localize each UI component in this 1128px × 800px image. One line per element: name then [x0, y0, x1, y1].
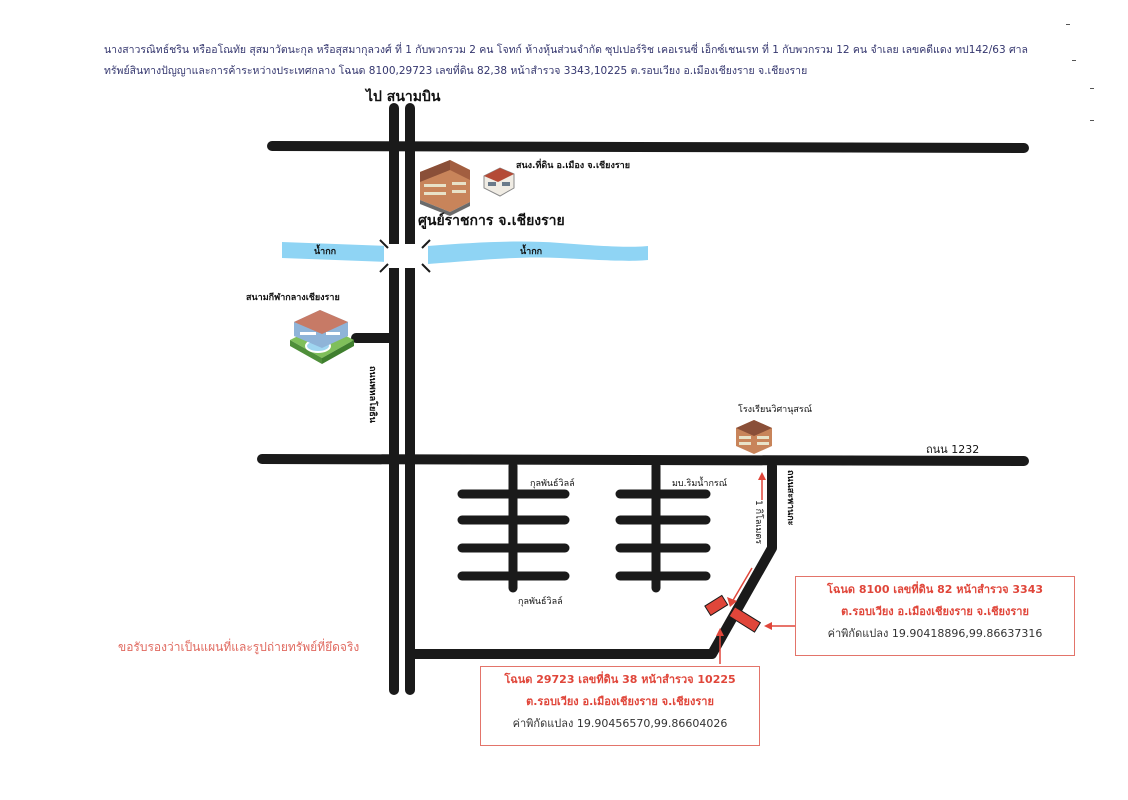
certification-text: ขอรับรองว่าเป็นแผนที่และรูปถ่ายทรัพย์ที่…	[118, 640, 360, 654]
bridge	[379, 239, 431, 273]
deed-2-title: โฉนด 29723 เลขที่ดิน 38 หน้าสำรวจ 10225	[504, 673, 736, 686]
road-1232	[257, 454, 1029, 466]
road-side-label: ถนนสะพานกะ	[785, 470, 795, 526]
distance-arrows	[727, 472, 766, 607]
village-1-label-bottom: กุลพันธ์วิลล์	[518, 597, 563, 607]
deed-2-coords: ค่าพิกัดแปลง 19.90456570,99.86604026	[512, 717, 728, 730]
deed-2-location: ต.รอบเวียง อ.เมืองเชียงราย จ.เชียงราย	[526, 695, 714, 708]
deed-1-coords: ค่าพิกัดแปลง 19.90418896,99.86637316	[827, 627, 1043, 640]
deed-1-location: ต.รอบเวียง อ.เมืองเชียงราย จ.เชียงราย	[841, 605, 1029, 618]
stadium-icon	[290, 310, 354, 364]
deed-box-29723: โฉนด 29723 เลขที่ดิน 38 หน้าสำรวจ 10225 …	[480, 666, 760, 746]
scan-speck	[1090, 120, 1094, 121]
header-line-2: ทรัพย์สินทางปัญญาและการค้าระหว่างประเทศก…	[104, 65, 808, 77]
scan-speck	[1090, 88, 1094, 89]
road-1232-label: ถนน 1232	[926, 443, 980, 456]
case-header: นางสาวรณิทธ์ชริน หรืออโณทัย สุสมาวัตนะกุ…	[104, 40, 1104, 82]
village-1-label-top: กุลพันธ์วิลล์	[530, 479, 575, 489]
scan-speck	[1066, 24, 1070, 25]
land-office-icon	[483, 167, 515, 197]
distance-label: 1 กิโลเมตร	[753, 500, 763, 545]
scan-speck	[1072, 60, 1076, 61]
to-airport-label: ไป สนามบิน	[366, 89, 441, 105]
school-icon	[736, 420, 772, 454]
road-phahonyothin-label: ถนนพหลโยธิน	[367, 366, 377, 423]
school-label: โรงเรียนวิศานุสรณ์	[738, 405, 813, 415]
government-center-label: ศูนย์ราชการ จ.เชียงราย	[418, 213, 565, 229]
leader-lines	[716, 622, 796, 664]
land-office-label: สนง.ที่ดิน อ.เมือง จ.เชียงราย	[516, 161, 630, 171]
deed-1-title: โฉนด 8100 เลขที่ดิน 82 หน้าสำรวจ 3343	[826, 583, 1044, 596]
stadium-label: สนามกีฬากลางเชียงราย	[246, 293, 340, 303]
river-label-right: น้ำกก	[520, 247, 543, 257]
property-marker-8100	[728, 606, 762, 633]
government-building-icon	[420, 160, 470, 216]
road-top-horizontal	[267, 141, 1029, 153]
village-2-label: มบ.ริมน้ำกรณ์	[672, 479, 728, 489]
river-label-left: น้ำกก	[314, 247, 337, 257]
road-soi-property	[407, 461, 777, 659]
property-marker-29723	[704, 594, 729, 617]
deed-box-8100: โฉนด 8100 เลขที่ดิน 82 หน้าสำรวจ 3343 ต.…	[795, 576, 1075, 656]
header-line-1: นางสาวรณิทธ์ชริน หรืออโณทัย สุสมาวัตนะกุ…	[104, 44, 1028, 56]
river-kok	[282, 241, 648, 264]
